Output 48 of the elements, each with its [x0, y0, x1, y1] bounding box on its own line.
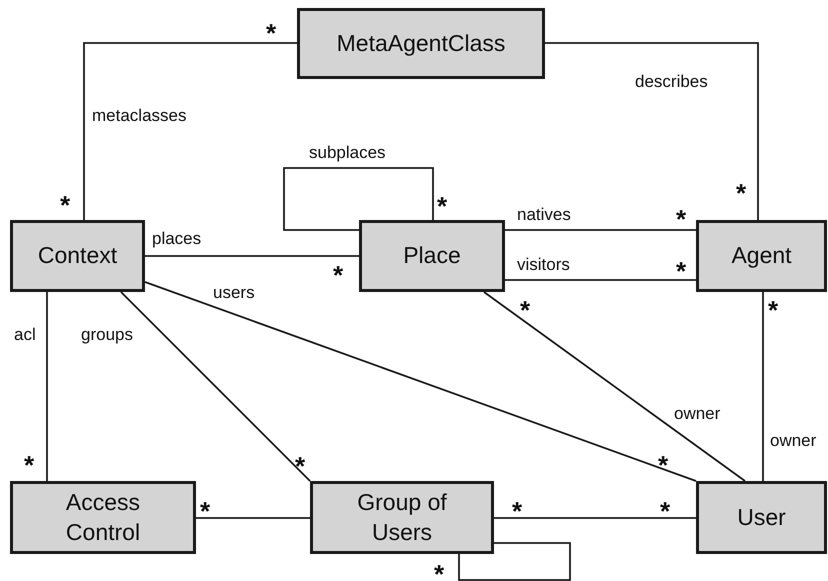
- edge-label: groups: [80, 325, 134, 345]
- multiplicity-label: *: [768, 297, 778, 323]
- association-line: [83, 42, 297, 220]
- association-line: [144, 281, 696, 482]
- class-name: Agent: [731, 241, 792, 270]
- class-name: Group of Users: [356, 488, 448, 546]
- class-name: Access Control: [64, 488, 142, 546]
- multiplicity-label: *: [512, 498, 522, 524]
- class-box: [10, 481, 196, 554]
- multiplicity-label: *: [266, 20, 276, 46]
- class-name: MetaAgentClass: [336, 28, 506, 58]
- class-name: Context: [38, 241, 118, 270]
- class-box: [696, 220, 827, 292]
- association-line: [283, 167, 434, 231]
- association-line: [46, 292, 48, 481]
- class-box: [359, 220, 505, 292]
- class-box: [297, 8, 545, 79]
- multiplicity-label: *: [658, 452, 668, 478]
- class-box: [310, 481, 494, 554]
- edge-label: places: [151, 229, 202, 249]
- class-name: Place: [403, 241, 461, 270]
- association-line: [505, 279, 696, 281]
- edge-label: users: [212, 283, 256, 303]
- association-line: [458, 542, 571, 581]
- class-box: [696, 481, 827, 554]
- multiplicity-label: *: [295, 453, 306, 479]
- multiplicity-label: *: [200, 498, 210, 524]
- multiplicity-label: *: [676, 258, 686, 284]
- multiplicity-label: *: [520, 297, 530, 323]
- multiplicity-label: *: [437, 193, 448, 219]
- class-name: User: [737, 502, 786, 532]
- multiplicity-label: *: [676, 206, 686, 232]
- edge-label: subplaces: [308, 143, 387, 163]
- multiplicity-label: *: [333, 262, 344, 288]
- multiplicity-label: *: [434, 561, 444, 581]
- association-line: [196, 517, 310, 519]
- association-line: [120, 291, 311, 482]
- association-line: [545, 42, 759, 220]
- multiplicity-label: *: [24, 452, 34, 478]
- association-line: [145, 255, 359, 257]
- class-box: [10, 220, 145, 292]
- multiplicity-label: *: [60, 192, 70, 218]
- association-line: [762, 292, 764, 481]
- multiplicity-label: *: [660, 498, 670, 524]
- association-line: [494, 517, 696, 519]
- multiplicity-label: *: [736, 180, 746, 206]
- association-line: [505, 229, 696, 231]
- association-line: [483, 291, 746, 482]
